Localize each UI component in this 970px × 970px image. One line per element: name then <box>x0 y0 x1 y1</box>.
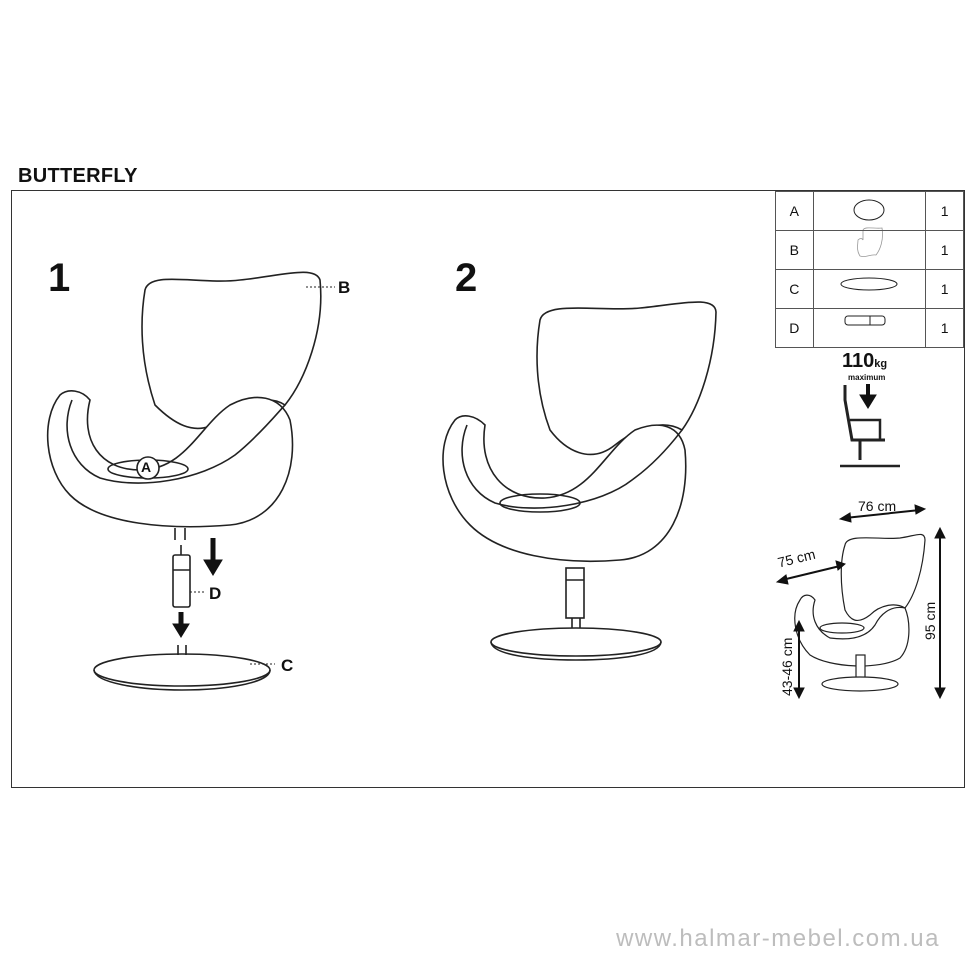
page-title: BUTTERFLY <box>18 165 138 187</box>
callout-b: B <box>338 278 351 297</box>
callout-a: A <box>141 459 152 475</box>
max-weight-label: maximum <box>848 373 886 382</box>
max-weight: 110kg <box>842 350 887 373</box>
seat-cushion-a-callout <box>136 456 160 480</box>
parts-row: A 1 <box>775 191 964 231</box>
seat-height-label: 43-46 cm <box>779 637 795 696</box>
part-picture <box>812 308 927 348</box>
load-arrow-icon <box>859 384 877 409</box>
dimension-chair-sketch <box>794 533 926 692</box>
part-qty: 1 <box>925 230 964 270</box>
part-picture <box>812 230 927 270</box>
part-qty: 1 <box>925 191 964 231</box>
part-picture <box>812 191 927 231</box>
part-picture <box>812 269 927 309</box>
step-2-number: 2 <box>455 256 478 300</box>
parts-table: A 1 B 1 C 1 D 1 <box>775 191 964 348</box>
parts-row: C 1 <box>775 269 964 309</box>
width-dimension-arrow <box>838 504 927 523</box>
height-dimension-arrow <box>934 526 946 700</box>
website-footer: www.halmar-mebel.com.ua <box>616 925 940 952</box>
instruction-frame <box>11 190 965 788</box>
max-weight-value: 110 <box>842 350 875 372</box>
max-weight-unit: kg <box>874 358 888 370</box>
chair-assembled-2 <box>442 301 717 661</box>
part-letter: C <box>775 269 814 309</box>
height-label: 95 cm <box>922 601 938 640</box>
parts-row: B 1 <box>775 230 964 270</box>
part-qty: 1 <box>925 269 964 309</box>
round-base-c <box>93 645 271 691</box>
parts-row: D 1 <box>775 308 964 348</box>
arrow-down-icon <box>172 612 190 638</box>
part-qty: 1 <box>925 308 964 348</box>
gas-lift-d <box>172 545 191 608</box>
step-1-number: 1 <box>48 256 71 300</box>
callout-c: C <box>281 656 294 675</box>
seat-height-dimension-arrow <box>793 619 805 700</box>
depth-dimension-arrow <box>775 560 846 585</box>
callout-d: D <box>209 584 222 603</box>
arrow-down-icon <box>203 538 223 576</box>
part-letter: D <box>775 308 814 348</box>
chair-shell-1 <box>46 271 322 528</box>
part-letter: B <box>775 230 814 270</box>
width-label: 76 cm <box>858 498 897 514</box>
part-letter: A <box>775 191 814 231</box>
weight-chair-icon <box>840 385 900 468</box>
